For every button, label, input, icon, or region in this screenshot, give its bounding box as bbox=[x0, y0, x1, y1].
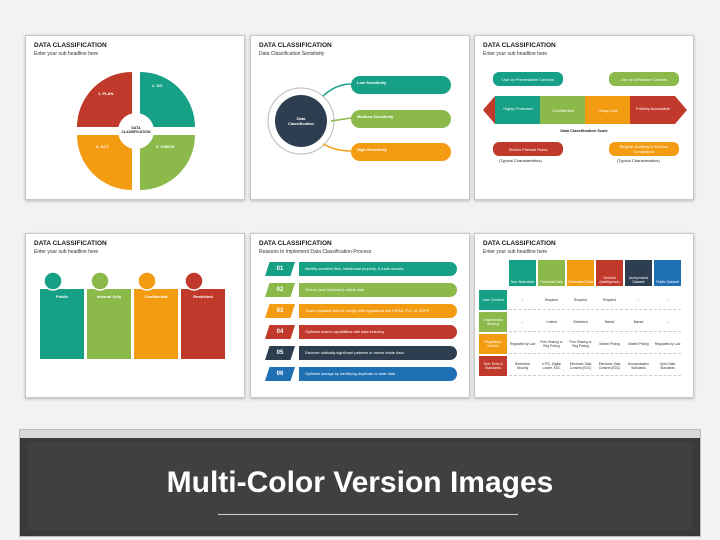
slide-subtitle: Data Classification Sensitivity bbox=[259, 51, 325, 57]
scale-4: Publicly Accessible bbox=[636, 106, 670, 111]
center-label: Data Classification bbox=[287, 116, 314, 126]
scale-title: Data Classification Scale bbox=[560, 128, 608, 133]
reason-number: 06 bbox=[265, 367, 295, 381]
table-cell: Required bbox=[596, 290, 623, 310]
table-cell: Limited bbox=[538, 312, 565, 332]
table-cell: Required bbox=[538, 290, 565, 310]
slide-thumbnail-3[interactable]: DATA CLASSIFICATION Enter your sub headl… bbox=[474, 35, 694, 200]
slide-subtitle: Enter your sub headline here bbox=[483, 249, 548, 255]
reason-number: 05 bbox=[265, 346, 295, 360]
slide-thumbnail-5[interactable]: DATA CLASSIFICATION Reasons to Implement… bbox=[250, 233, 470, 398]
banner-panel: Multi-Color Version Images bbox=[28, 442, 692, 530]
column-header: Generated Data bbox=[567, 260, 594, 286]
reason-text: Optimize search capabilities with data i… bbox=[299, 325, 457, 339]
slide-title: DATA CLASSIFICATION bbox=[34, 42, 107, 49]
banner-title: Multi-Color Version Images bbox=[166, 466, 554, 499]
reason-number: 04 bbox=[265, 325, 295, 339]
table-cell: Biometrics Security bbox=[509, 356, 536, 376]
quadrant-plan: 1. PLAN bbox=[98, 91, 114, 96]
table-cell: Anonymisation Standards bbox=[625, 356, 652, 376]
card-confidential: Confidential bbox=[144, 294, 168, 299]
caption-right: (Typical Characteristics) bbox=[617, 158, 660, 163]
row-header: Downstream Sharing bbox=[479, 312, 507, 332]
table-cell: Required bbox=[567, 290, 594, 310]
table-cell: Free Sharing or Reg Pricing bbox=[538, 334, 565, 354]
column-header: Personal Data bbox=[538, 260, 565, 286]
table-cell: Restricted bbox=[567, 312, 594, 332]
card-public: Public bbox=[55, 294, 68, 299]
scale-1: Highly Protected bbox=[503, 106, 533, 111]
column-header: Public Dataset bbox=[654, 260, 681, 286]
table-cell: Electronic Data Consent (EDC) bbox=[567, 356, 594, 376]
multi-color-banner: Multi-Color Version Images bbox=[20, 430, 700, 536]
top-right-box: Use on Detective Controls bbox=[609, 72, 679, 86]
row-header: Tech Tools & Standards bbox=[479, 356, 507, 376]
slide-subtitle: Enter your sub headline here bbox=[34, 51, 99, 57]
slide-thumbnail-4[interactable]: DATA CLASSIFICATION Enter your sub headl… bbox=[25, 233, 245, 398]
slide-thumbnail-6[interactable]: DATA CLASSIFICATION Enter your sub headl… bbox=[474, 233, 694, 398]
reason-number: 03 bbox=[265, 304, 295, 318]
banner-underline bbox=[218, 514, 518, 515]
slide-subtitle: Enter your sub headline here bbox=[34, 249, 99, 255]
row-low: Low Sensitivity bbox=[357, 80, 387, 85]
reason-text: Track regulated data to comply with regu… bbox=[299, 304, 457, 318]
reason-text: Identify sensitive files, intellectual p… bbox=[299, 262, 457, 276]
table-cell: Barred bbox=[596, 312, 623, 332]
slide-title: DATA CLASSIFICATION bbox=[259, 240, 332, 247]
reason-text: Secure (and lockdown) critical data bbox=[299, 283, 457, 297]
table-cell: Free Sharing or Reg Pricing bbox=[567, 334, 594, 354]
slide-subtitle: Enter your sub headline here bbox=[483, 51, 548, 57]
table-cell: – bbox=[654, 312, 681, 332]
category-cards bbox=[40, 271, 225, 359]
column-header: Non Shareable bbox=[509, 260, 536, 286]
table-cell: Market Pricing bbox=[596, 334, 623, 354]
quadrant-act: 4. ACT bbox=[96, 144, 109, 149]
table-cell: Open Data Standards bbox=[654, 356, 681, 376]
card-restricted: Restricted bbox=[193, 294, 213, 299]
bottom-right-box: Regular Auditing to Enforce Compliance bbox=[609, 142, 679, 156]
quadrant-check: 3. CHECK bbox=[156, 144, 175, 149]
table-cell: – bbox=[654, 290, 681, 310]
table-cell: Market Pricing bbox=[625, 334, 652, 354]
row-medium: Medium Sensitivity bbox=[357, 114, 394, 119]
table-cell: – bbox=[625, 290, 652, 310]
scale-3: Group Use bbox=[598, 108, 618, 113]
table-cell: Regulated by Law bbox=[654, 334, 681, 354]
table-cell: – bbox=[509, 312, 536, 332]
cycle-diagram bbox=[77, 72, 195, 190]
center-label: DATA CLASSIFICATION bbox=[121, 126, 151, 134]
row-header: Regulatory Drivers bbox=[479, 334, 507, 354]
scale-arrow bbox=[483, 96, 687, 124]
slide-subtitle: Reasons to Implement Data Classification… bbox=[259, 249, 372, 255]
sensitivity-diagram bbox=[267, 76, 451, 161]
column-header: Anonymized Dataset bbox=[625, 260, 652, 286]
top-left-box: Use on Preventative Controls bbox=[493, 72, 563, 86]
slide-title: DATA CLASSIFICATION bbox=[34, 240, 107, 247]
table-cell: – bbox=[509, 290, 536, 310]
bottom-left-box: Stricter Firewall Rules bbox=[493, 142, 563, 156]
table-cell: e-PIC, Digital Locker, EDC bbox=[538, 356, 565, 376]
table-cell: Electronic Data Consent (EDC) bbox=[596, 356, 623, 376]
reason-text: Optimize storage by identifying duplicat… bbox=[299, 367, 457, 381]
card-internal: Internal Only bbox=[96, 294, 122, 299]
quadrant-do: 2. DO bbox=[152, 83, 163, 88]
slide-title: DATA CLASSIFICATION bbox=[259, 42, 332, 49]
slide-title: DATA CLASSIFICATION bbox=[483, 42, 556, 49]
column-header: Derived (Intelligence) bbox=[596, 260, 623, 286]
slide-thumbnail-2[interactable]: DATA CLASSIFICATION Data Classification … bbox=[250, 35, 470, 200]
table-cell: Regulated by Law bbox=[509, 334, 536, 354]
caption-left: (Typical Characteristics) bbox=[499, 158, 542, 163]
table-cell: Barred bbox=[625, 312, 652, 332]
row-high: High Sensitivity bbox=[357, 147, 388, 152]
slide-title: DATA CLASSIFICATION bbox=[483, 240, 556, 247]
row-header: User Consent bbox=[479, 290, 507, 310]
reason-number: 02 bbox=[265, 283, 295, 297]
slide-thumbnail-1[interactable]: DATA CLASSIFICATION Enter your sub headl… bbox=[25, 35, 245, 200]
scale-2: Confidential bbox=[552, 108, 574, 113]
reason-number: 01 bbox=[265, 262, 295, 276]
reason-text: Discover statically significant patterns… bbox=[299, 346, 457, 360]
